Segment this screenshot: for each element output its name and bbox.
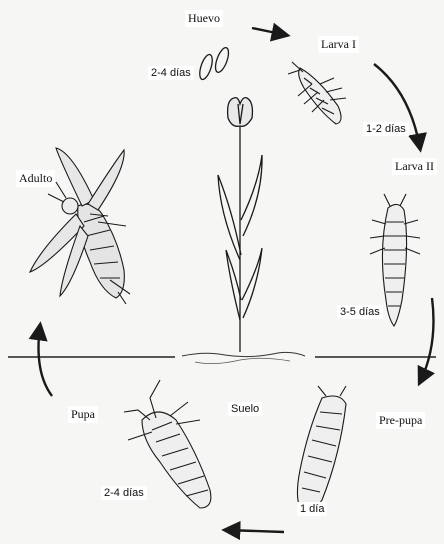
egg-illustration bbox=[197, 46, 231, 81]
duration-egg: 2-4 días bbox=[148, 66, 194, 80]
stage-label-pupa: Pupa bbox=[68, 406, 98, 423]
soil-roots bbox=[182, 352, 305, 356]
plant-illustration bbox=[218, 98, 262, 352]
soil-label: Suelo bbox=[228, 402, 262, 416]
stage-label-egg: Huevo bbox=[185, 10, 223, 27]
arrow-prepupa-to-pupa bbox=[226, 530, 284, 532]
stage-label-adult: Adulto bbox=[16, 170, 55, 187]
larva1-illustration bbox=[288, 62, 346, 124]
stage-label-larva1: Larva I bbox=[318, 36, 359, 53]
duration-larva1: 1-2 días bbox=[363, 122, 409, 136]
prepupa-illustration bbox=[297, 386, 346, 513]
stage-label-larva2: Larva II bbox=[392, 158, 437, 175]
arrow-egg-to-larva1 bbox=[252, 28, 286, 35]
arrow-larva2-to-prepupa bbox=[420, 298, 434, 382]
duration-pupa: 2-4 días bbox=[101, 486, 147, 500]
soil-roots-lower bbox=[195, 358, 290, 363]
stage-label-prepupa: Pre-pupa bbox=[376, 412, 425, 429]
duration-larva2: 3-5 días bbox=[337, 305, 383, 319]
duration-prepupa: 1 día bbox=[297, 502, 327, 516]
arrow-pupa-to-adult bbox=[39, 326, 53, 396]
